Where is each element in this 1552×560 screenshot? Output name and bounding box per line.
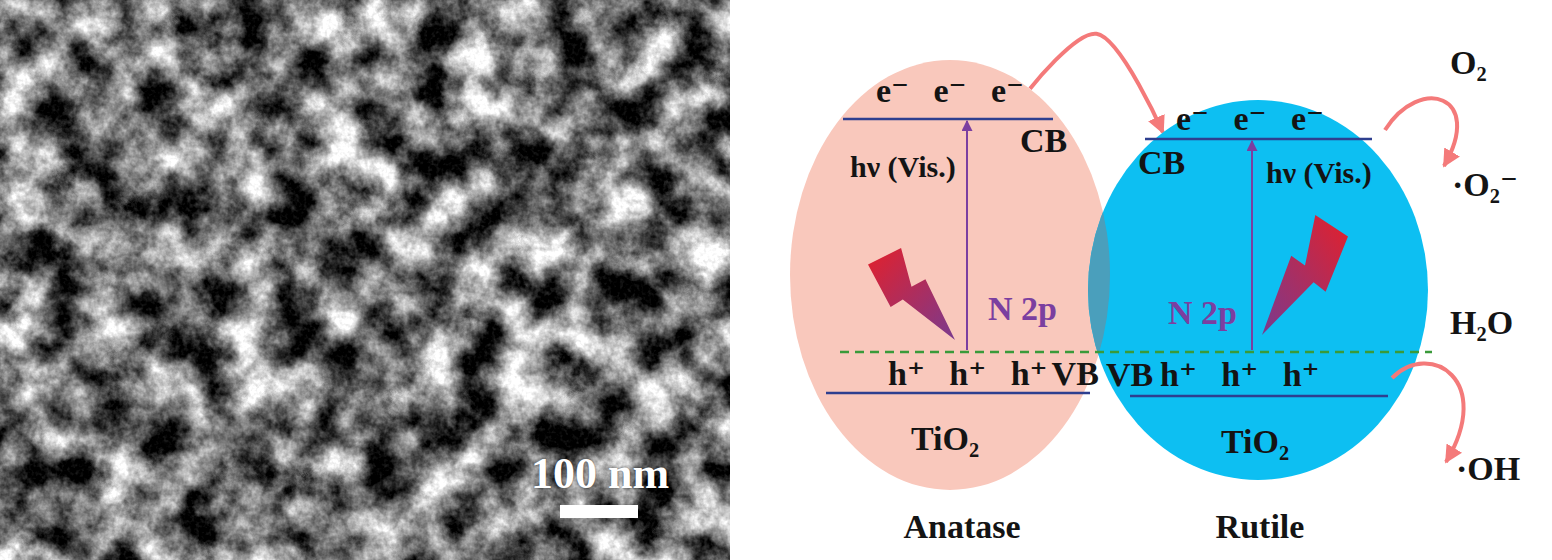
species-label: ·O₂⁻ (1452, 168, 1518, 202)
reaction-arrow (1385, 98, 1457, 166)
phase-fill (790, 60, 1110, 490)
hole-row: h⁺ h⁺ h⁺ (1160, 358, 1320, 392)
species-label: O₂ (1450, 46, 1487, 80)
conduction-band-line (1145, 138, 1372, 141)
dopant-level-line (840, 351, 1432, 354)
electron-row: e⁻ e⁻ e⁻ (876, 74, 1024, 108)
band-label: CB (1020, 124, 1067, 158)
species-label: H₂O (1450, 306, 1513, 340)
valence-band-line (1130, 395, 1388, 398)
overlap-region (1086, 98, 1110, 490)
phase-ellipse: e⁻ e⁻ e⁻ CB hν (Vis.) N 2p h⁺ h⁺ h⁺VB TiO₂ Ana… (790, 60, 1110, 550)
sem-ground (0, 0, 730, 560)
phase-name: Anatase (903, 510, 1020, 544)
material-label: TiO₂ (911, 422, 979, 456)
sem-texture (0, 0, 730, 560)
species-label: ·OH (1456, 452, 1520, 486)
hole-row: h⁺ h⁺ h⁺ (888, 357, 1048, 391)
scale-label: 100 nm (531, 452, 669, 496)
excitation-arrow (1251, 141, 1253, 350)
conduction-band-line (843, 118, 1053, 121)
excitation-label: hν (Vis.) (850, 152, 956, 182)
light-bolt (868, 248, 955, 340)
ellipse-outline (1086, 98, 1430, 543)
light-bolt (1262, 215, 1348, 335)
band-label: VB (1052, 357, 1099, 391)
scale-bar (560, 505, 638, 518)
material-label: TiO₂ (1221, 425, 1289, 459)
dopant-level-label: N 2p (988, 292, 1057, 326)
band-label: CB (1138, 146, 1185, 180)
band-label: VB (1106, 358, 1153, 392)
valence-band-line (826, 392, 1090, 395)
phase-name: Rutile (1216, 510, 1305, 544)
dopant-level-label: N 2p (1168, 296, 1237, 330)
excitation-label: hν (Vis.) (1266, 158, 1372, 188)
electron-row: e⁻ e⁻ e⁻ (1176, 102, 1324, 136)
reaction-arrow (1392, 364, 1464, 462)
phase-fill (1088, 100, 1428, 480)
excitation-arrow (966, 121, 968, 350)
phase-ellipse: e⁻ e⁻ e⁻ CB hν (Vis.) N 2p VBh⁺ h⁺ h⁺ TiO₂ Rut… (1086, 98, 1430, 543)
